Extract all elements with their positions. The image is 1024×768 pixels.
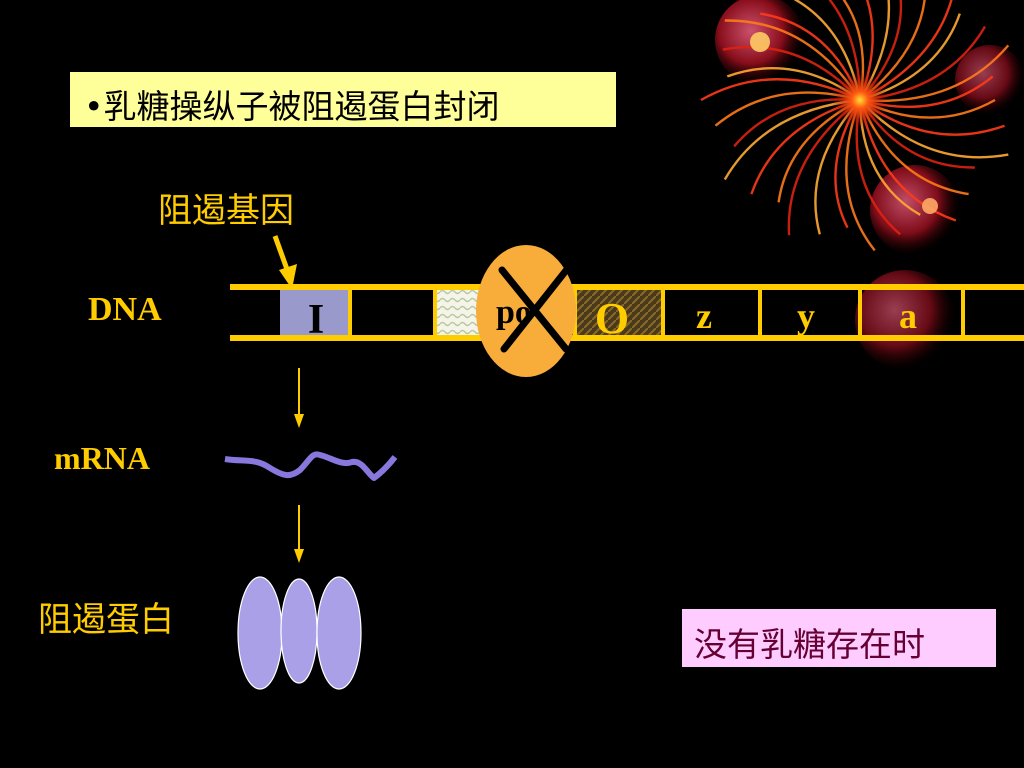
repressor-protein-shape [237,576,362,690]
firework-icon [700,0,1024,370]
bound-repressor-circle [476,245,576,377]
mrna-label: mRNA [54,440,150,476]
segment-label-y: y [797,296,815,336]
block-x-icon [498,264,572,353]
arrow-down-icon [294,368,304,428]
repressor-protein-label: 阻遏蛋白 [38,600,174,640]
dna-label: DNA [88,291,162,328]
title-box: •乳糖操纵子被阻遏蛋白封闭 [70,72,616,127]
i-gene-segment [280,290,350,335]
dna-strand [230,284,1024,341]
segment-label-z: z [696,296,712,336]
segment-label-a: a [899,296,917,336]
repressor-gene-label: 阻遏基因 [158,191,294,231]
operator-segment [575,290,663,335]
segment-label-i: I [308,297,324,343]
arrow-down-icon [272,235,297,289]
condition-box: 没有乳糖存在时 [682,609,996,667]
segment-label-o: O [595,294,629,343]
arrow-down-icon [294,505,304,563]
condition-text: 没有乳糖存在时 [694,625,925,664]
page-title: •乳糖操纵子被阻遏蛋白封闭 [84,87,500,126]
mrna-strand [224,451,398,481]
